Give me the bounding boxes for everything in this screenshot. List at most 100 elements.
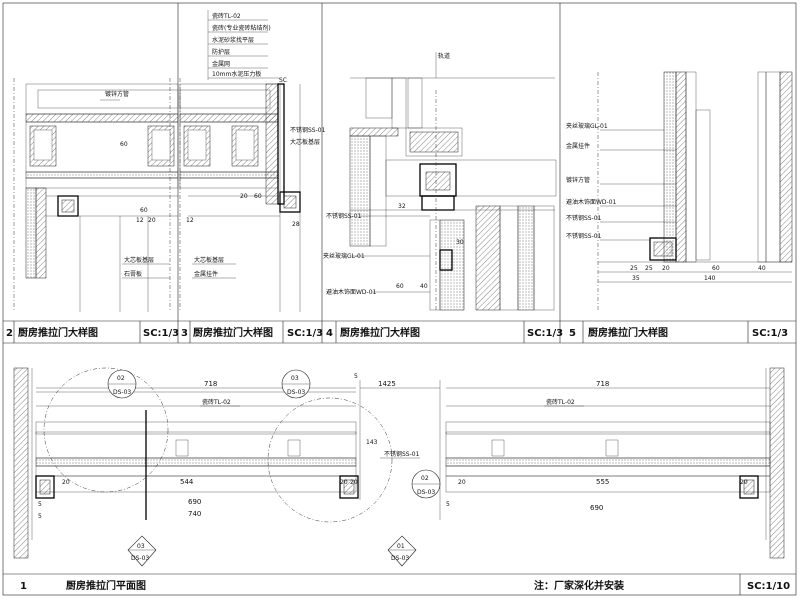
plan-num: 1 [20,581,27,592]
callout-01-bottom-sheet: DS-03 [391,555,409,562]
plan-dim-740: 740 [188,510,201,518]
detail-3: 瓷砖TL-02 瓷砖(专业瓷砖粘结剂) 水泥砂浆找平层 防护层 金属网 10mm… [179,10,326,312]
d4-label-left-2: 夹丝玻璃GL-01 [323,252,365,260]
callout-03-bottom-sheet: DS-03 [131,555,149,562]
plan-dim-690-left: 690 [188,498,201,506]
frame-5-scale: SC:1/3 [752,328,788,339]
plan-dim-5d: 5 [446,501,450,508]
callout-02-top-num: 02 [117,375,125,382]
callout-01-bottom: 01 DS-03 [387,535,417,567]
plan-dim-143: 143 [366,439,378,446]
detail-2: 镀锌方管 大芯板基层 石膏板 60 60 20 12 [13,78,179,312]
plan-dim-1425: 1425 [378,380,396,388]
plan-dim-544: 544 [180,478,194,486]
callout-01-bottom-num: 01 [397,543,405,550]
frame-3-title: 厨房推拉门大样图 [193,326,273,339]
plan-note: 注：厂家深化并安装 [534,579,624,592]
d5-label-1: 夹丝玻璃GL-01 [566,122,608,130]
d5-dim-25a: 25 [630,265,638,272]
d2-dim-20: 20 [148,217,156,224]
detail-4: 轨道 不锈钢SS-01 夹丝玻璃GL-01 避油木饰面WD-01 32 60 4… [323,52,557,312]
d3-label-bottom-2: 金属挂件 [194,270,218,278]
d3-legend: 瓷砖TL-02 瓷砖(专业瓷砖粘结剂) 水泥砂浆找平层 防护层 金属网 10mm… [208,12,271,78]
d5-dim-35: 35 [632,275,640,282]
plan-dim-20e: 20 [740,479,748,486]
frame-2-num: 2 [6,328,13,339]
callout-03-top-num: 03 [291,375,299,382]
plan-dim-5c: 5 [354,373,358,380]
title-strip-top: 2 厨房推拉门大样图 SC:1/3 3 厨房推拉门大样图 SC:1/3 4 厨房… [3,320,796,343]
d3-sc-mark: SC [279,77,287,84]
d2-label-top: 镀锌方管 [105,90,129,98]
d5-dim-40: 40 [758,265,766,272]
d4-dim-32: 32 [398,203,406,210]
plan-title: 厨房推拉门平面图 [66,579,146,592]
d3-label-bottom-1: 大芯板基层 [194,256,224,264]
title-strip-bottom: 1 厨房推拉门平面图 注：厂家深化并安装 SC:1/10 [3,573,796,595]
plan-dim-5b: 5 [38,513,42,520]
plan-dim-555: 555 [596,478,609,486]
detail-5: 夹丝玻璃GL-01 金属挂件 镀锌方管 避油木饰面WD-01 不锈钢SS-01 … [566,71,793,312]
plan-view: 718 544 690 740 20 20 20 5 5 瓷砖TL-02 142… [13,367,785,567]
plan-dim-20b: 20 [340,479,348,486]
plan-dim-5a: 5 [38,501,42,508]
d4-dim-60: 60 [396,283,404,290]
d4-label-top: 轨道 [438,52,450,60]
d2-dim-60: 60 [120,141,128,148]
plan-label-tile-left: 瓷砖TL-02 [202,398,231,406]
callout-02-top: 02 DS-03 [107,369,137,399]
callout-02-mid: 02 DS-03 [411,469,441,499]
plan-label-ss: 不锈钢SS-01 [384,450,420,458]
d3-legend-1: 瓷砖TL-02 [212,12,241,20]
d2-dim-60b: 60 [140,207,148,214]
frame-2-title: 厨房推拉门大样图 [18,326,98,339]
frame-2-scale: SC:1/3 [143,328,179,339]
callout-02-mid-num: 02 [421,475,429,482]
d2-label-bottom-2: 石膏板 [124,270,142,278]
callout-02-top-sheet: DS-03 [113,389,131,396]
frame-3-scale: SC:1/3 [287,328,323,339]
d5-label-5: 不锈钢SS-01 [566,214,602,222]
plan-dim-690-right: 690 [590,504,603,512]
d5-label-2: 金属挂件 [566,142,590,150]
d3-legend-5: 金属网 [212,60,230,68]
d4-label-left-1: 不锈钢SS-01 [326,212,362,220]
d3-label-right-2: 大芯板基层 [290,138,320,146]
d3-label-right-1: 不锈钢SS-01 [290,126,326,134]
d3-dim-28: 28 [292,221,300,228]
callout-02-mid-sheet: DS-03 [417,489,435,496]
plan-dim-718-right: 718 [596,380,609,388]
d5-dim-20: 20 [662,265,670,272]
frame-4-scale: SC:1/3 [527,328,563,339]
plan-dim-20c: 20 [350,479,358,486]
plan-label-tile-right: 瓷砖TL-02 [546,398,575,406]
d5-label-6: 不锈钢SS-01 [566,232,602,240]
d4-dim-40: 40 [420,283,428,290]
frame-5-num: 5 [569,328,576,339]
d3-dim-12: 12 [186,217,194,224]
d5-label-4: 避油木饰面WD-01 [566,198,617,206]
plan-dim-718-left: 718 [204,380,217,388]
d4-label-left-3: 避油木饰面WD-01 [326,288,377,296]
plan-dim-20d: 20 [458,479,466,486]
d3-dim-60: 60 [254,193,262,200]
plan-scale: SC:1/10 [747,581,790,592]
d3-dim-20: 20 [240,193,248,200]
d2-dim-12: 12 [136,217,144,224]
d2-label-bottom-1: 大芯板基层 [124,256,154,264]
d3-legend-6: 10mm水泥压力板 [212,70,261,78]
callout-03-top: 03 DS-03 [281,369,311,399]
d3-legend-3: 水泥砂浆找平层 [212,36,254,44]
d5-dim-60: 60 [712,265,720,272]
d3-legend-2: 瓷砖(专业瓷砖粘结剂) [212,24,271,32]
callout-03-bottom-num: 03 [137,543,145,550]
d5-dim-140: 140 [704,275,716,282]
frame-5-title: 厨房推拉门大样图 [588,326,668,339]
d5-dim-25b: 25 [645,265,653,272]
frame-4-title: 厨房推拉门大样图 [340,326,420,339]
frame-3-num: 3 [181,328,188,339]
callout-03-bottom: 03 DS-03 [127,535,157,567]
frame-4-num: 4 [326,328,333,339]
